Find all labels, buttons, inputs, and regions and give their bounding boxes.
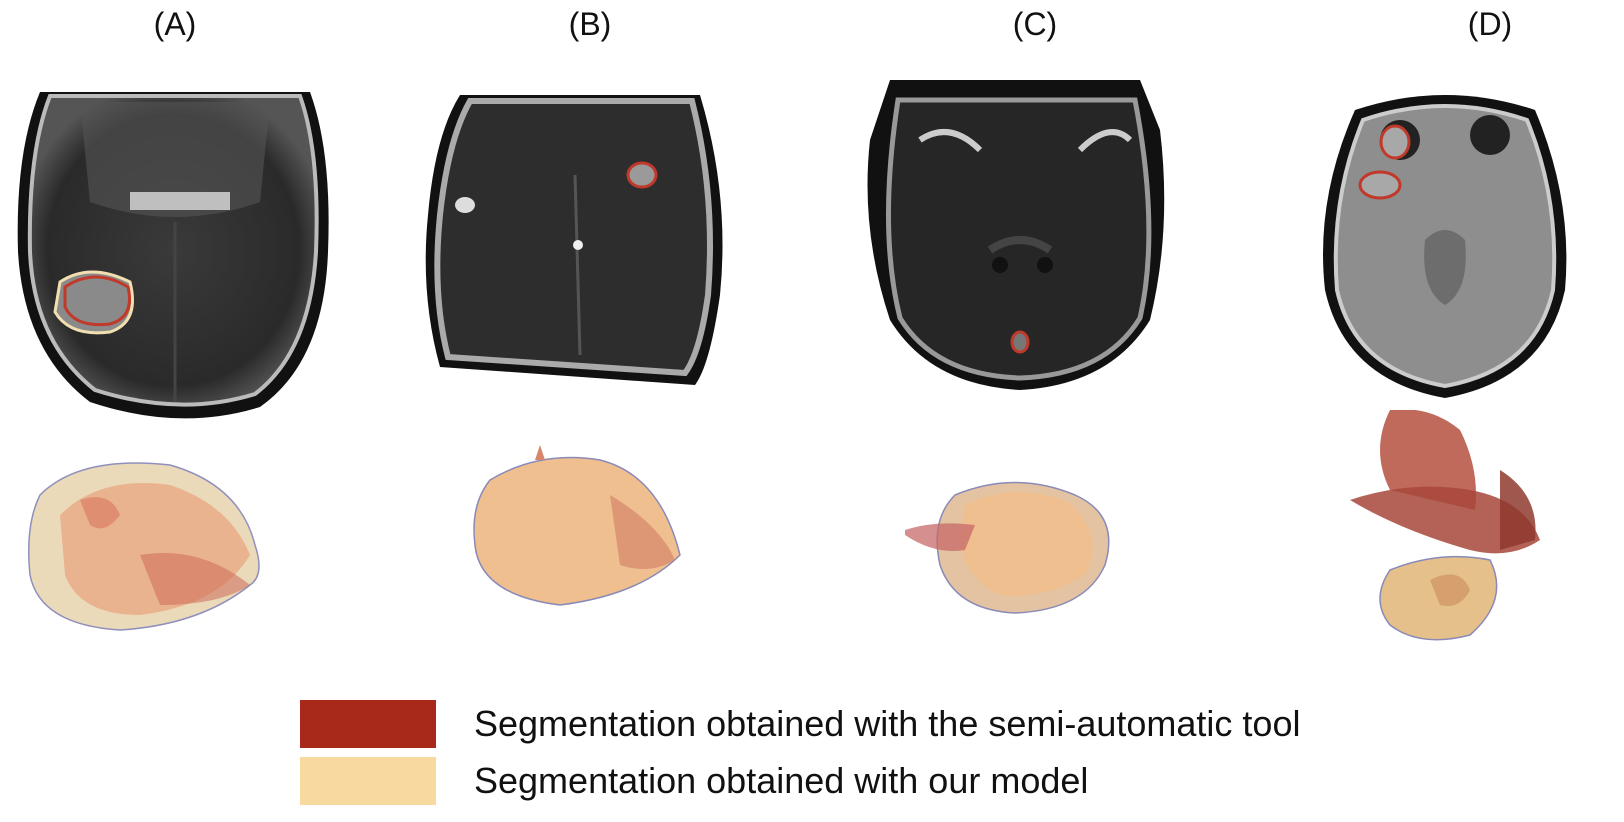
panel-label-a: (A) bbox=[153, 6, 197, 42]
render-3d-d bbox=[1350, 410, 1540, 641]
mri-slice-c bbox=[867, 80, 1165, 390]
mri-slice-d bbox=[1323, 95, 1567, 398]
legend-label-our-model: Segmentation obtained with our model bbox=[474, 760, 1089, 801]
legend-label-semi-automatic: Segmentation obtained with the semi-auto… bbox=[474, 703, 1301, 744]
render-3d-a bbox=[28, 462, 260, 631]
legend-swatch-our-model bbox=[300, 757, 436, 805]
panel-label-d: (D) bbox=[1467, 6, 1513, 42]
panel-label-c: (C) bbox=[1012, 6, 1058, 42]
legend-swatch-semi-automatic bbox=[300, 700, 436, 748]
mri-slice-a bbox=[17, 92, 329, 419]
mri-slice-b bbox=[425, 95, 723, 385]
render-3d-b bbox=[473, 445, 681, 606]
render-3d-c bbox=[905, 481, 1110, 614]
panel-label-b: (B) bbox=[568, 6, 612, 42]
